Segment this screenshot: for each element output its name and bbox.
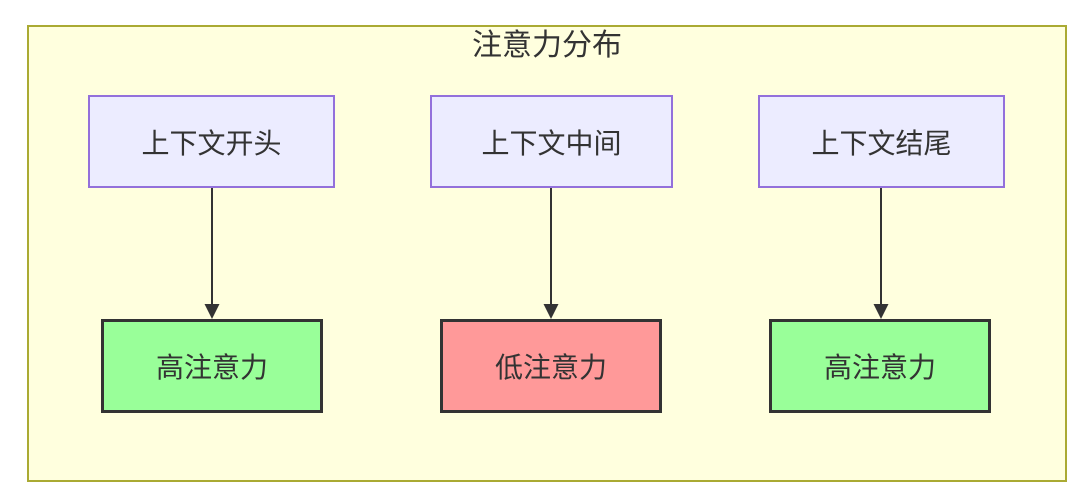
diagram-title: 注意力分布 xyxy=(472,29,622,62)
node-context-start: 上下文开头 xyxy=(88,95,335,188)
node-high-attention-2: 高注意力 xyxy=(769,319,991,413)
node-low-attention-label: 低注意力 xyxy=(494,352,607,383)
node-context-end-label: 上下文结尾 xyxy=(811,127,952,159)
subgraph-frame xyxy=(27,25,1067,482)
node-context-middle-label: 上下文中间 xyxy=(481,127,622,159)
node-context-middle: 上下文中间 xyxy=(430,95,673,188)
node-high-attention-1-label: 高注意力 xyxy=(155,352,268,383)
node-low-attention: 低注意力 xyxy=(440,319,662,413)
node-high-attention-2-label: 高注意力 xyxy=(823,352,936,383)
node-context-end: 上下文结尾 xyxy=(758,95,1005,188)
node-high-attention-1: 高注意力 xyxy=(101,319,323,413)
node-context-start-label: 上下文开头 xyxy=(141,127,282,159)
